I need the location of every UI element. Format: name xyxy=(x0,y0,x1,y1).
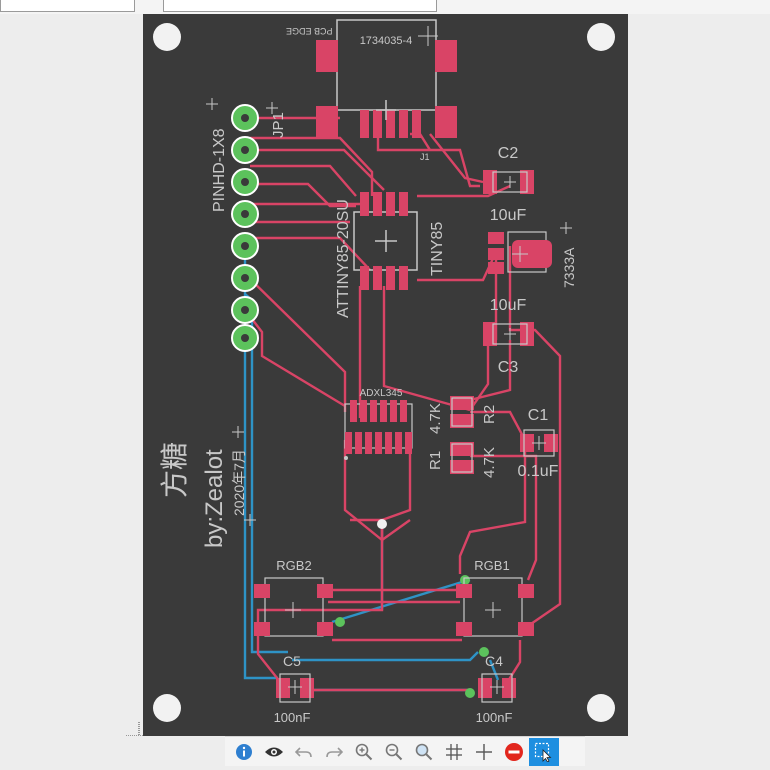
led-left-label: RGB2 xyxy=(276,558,311,573)
crosshair-icon xyxy=(476,743,492,760)
accelerometer-adxl345[interactable] xyxy=(344,400,413,460)
mcu-value-label: TINY85 xyxy=(429,222,446,276)
stop-icon xyxy=(505,742,523,761)
zoom-out-icon xyxy=(385,743,403,760)
select-button[interactable] xyxy=(529,737,559,766)
c2-value-label: 10uF xyxy=(490,207,527,224)
pin-header-jp1[interactable] xyxy=(231,104,259,352)
vias xyxy=(335,519,489,698)
top-panel-strip xyxy=(0,0,770,14)
add-crosshair-button[interactable] xyxy=(469,738,499,766)
led-right-label: RGB1 xyxy=(474,558,509,573)
top-panel-left xyxy=(0,0,135,12)
undo-button[interactable] xyxy=(289,738,319,766)
usb-ref-label: J1 xyxy=(420,152,430,162)
c3-value-label: 10uF xyxy=(490,297,527,314)
grid-button[interactable] xyxy=(439,738,469,766)
c1-ref-label: C1 xyxy=(528,407,549,424)
mounting-hole-bottom-left xyxy=(153,694,181,722)
capacitor-c1[interactable] xyxy=(520,429,558,457)
redo-icon xyxy=(326,746,343,757)
c2-ref-label: C2 xyxy=(498,145,519,162)
silk-crosshair-marks xyxy=(206,98,278,526)
c4-value-label: 100nF xyxy=(476,710,513,725)
grid-icon xyxy=(446,743,462,760)
c3-ref-label: C3 xyxy=(498,359,519,376)
voltage-regulator[interactable] xyxy=(488,222,572,274)
capacitor-c4[interactable] xyxy=(478,673,516,703)
zoom-out-button[interactable] xyxy=(379,738,409,766)
undo-icon xyxy=(295,746,312,757)
resistor-r2[interactable] xyxy=(450,396,474,428)
mcu-attiny85[interactable] xyxy=(353,192,418,290)
c4-ref-label: C4 xyxy=(485,653,503,669)
capacitor-c2[interactable] xyxy=(483,170,534,194)
origin-crosshair xyxy=(126,722,152,736)
zoom-fit-button[interactable] xyxy=(409,738,439,766)
view-toolbar xyxy=(225,736,585,766)
mcu-part-label: ATTINY85-20SU xyxy=(335,199,352,318)
info-icon xyxy=(236,743,252,760)
header-part-label: PINHD-1X8 xyxy=(211,128,228,212)
c5-ref-label: C5 xyxy=(283,653,301,669)
r1-value-label: 4.7K xyxy=(481,447,498,478)
zoom-fit-icon xyxy=(415,743,433,760)
c5-value-label: 100nF xyxy=(274,710,311,725)
top-panel-center xyxy=(163,0,437,12)
r2-ref-label: R2 xyxy=(481,405,498,424)
board-author: by:Zealot xyxy=(201,449,228,548)
redo-button[interactable] xyxy=(319,738,349,766)
accel-part-label: ADXL345 xyxy=(360,388,403,399)
mounting-hole-bottom-right xyxy=(587,694,615,722)
pcb-board xyxy=(143,14,628,736)
capacitor-c3[interactable] xyxy=(483,322,534,346)
visibility-button[interactable] xyxy=(259,738,289,766)
header-ref-label: JP1 xyxy=(270,112,287,138)
eye-icon xyxy=(265,747,283,756)
capacitor-c5[interactable] xyxy=(276,673,314,703)
zoom-in-icon xyxy=(355,743,373,760)
board-title: 方糖 xyxy=(159,442,190,498)
select-cursor-icon xyxy=(534,742,552,762)
info-button[interactable] xyxy=(229,738,259,766)
pcb-canvas[interactable]: 1734035-4 PCB EDGE J1 xyxy=(0,14,770,736)
regulator-part-label: 7333A xyxy=(561,247,577,288)
usb-part-label: 1734035-4 xyxy=(360,35,413,47)
usb-connector-j1[interactable] xyxy=(316,19,457,138)
led-rgb1[interactable] xyxy=(456,577,534,637)
r2-value-label: 4.7K xyxy=(427,403,444,434)
led-rgb2[interactable] xyxy=(254,577,333,637)
zoom-in-button[interactable] xyxy=(349,738,379,766)
stop-button[interactable] xyxy=(499,738,529,766)
r1-ref-label: R1 xyxy=(427,451,444,470)
mounting-hole-top-left xyxy=(153,23,181,51)
pcb-edge-label: PCB EDGE xyxy=(286,26,333,36)
resistor-r1[interactable] xyxy=(450,442,474,474)
pcb-board-view[interactable]: 1734035-4 PCB EDGE J1 xyxy=(0,14,770,736)
board-date: 2020年7月 xyxy=(231,449,247,516)
mounting-hole-top-right xyxy=(587,23,615,51)
c1-value-label: 0.1uF xyxy=(518,463,559,480)
